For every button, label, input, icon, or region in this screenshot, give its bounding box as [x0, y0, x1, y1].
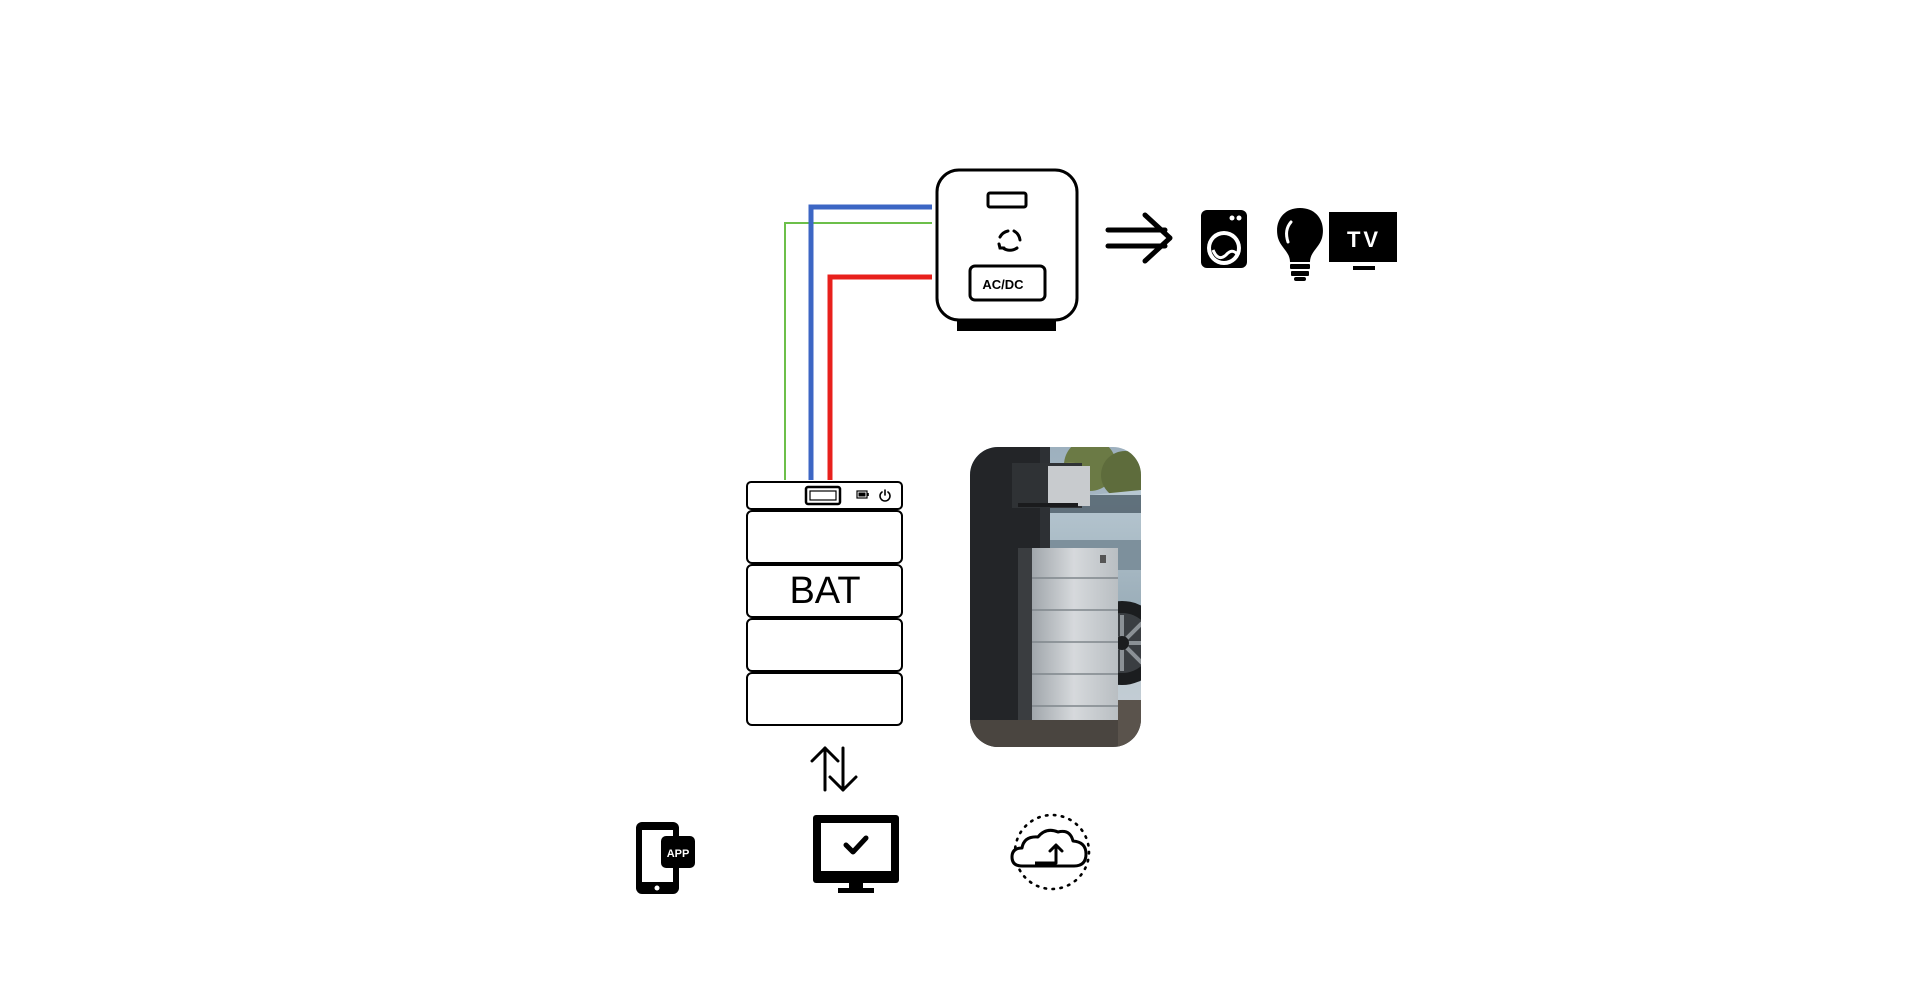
- positive-cable: [827, 274, 932, 480]
- light-bulb-icon: [1277, 208, 1323, 281]
- negative-cable: [808, 204, 932, 480]
- converter-label: AC/DC: [982, 277, 1024, 292]
- battery-level-icon: [856, 490, 869, 499]
- inverter-display: [986, 191, 1028, 209]
- converter-box: [968, 264, 1047, 302]
- battery-module: [746, 618, 903, 672]
- product-photo: [970, 447, 1141, 747]
- inverter: AC/DC: [935, 168, 1079, 331]
- eco-icon: [997, 229, 1022, 252]
- tv-icon: TV: [1329, 212, 1397, 270]
- inverter-base: [957, 320, 1056, 331]
- cloud-sync-icon: [1010, 813, 1091, 891]
- output-arrow-icon: [1105, 212, 1173, 264]
- battery-stack: BAT: [746, 481, 903, 726]
- battery-module: [746, 510, 903, 564]
- ground-cable: [784, 222, 932, 480]
- washing-machine-icon: [1201, 210, 1247, 268]
- loads: TV: [1201, 208, 1397, 281]
- battery-module: [746, 672, 903, 726]
- cables: [784, 204, 932, 480]
- power-icon: [879, 489, 891, 502]
- battery-module: [746, 564, 903, 618]
- monitor-icon: [813, 815, 899, 893]
- tablet-app-icon: APP: [636, 822, 695, 894]
- tv-label: TV: [1347, 227, 1381, 252]
- bidirectional-arrow-icon: [810, 746, 858, 792]
- battery-label: BAT: [789, 570, 860, 612]
- app-label: APP: [667, 848, 690, 860]
